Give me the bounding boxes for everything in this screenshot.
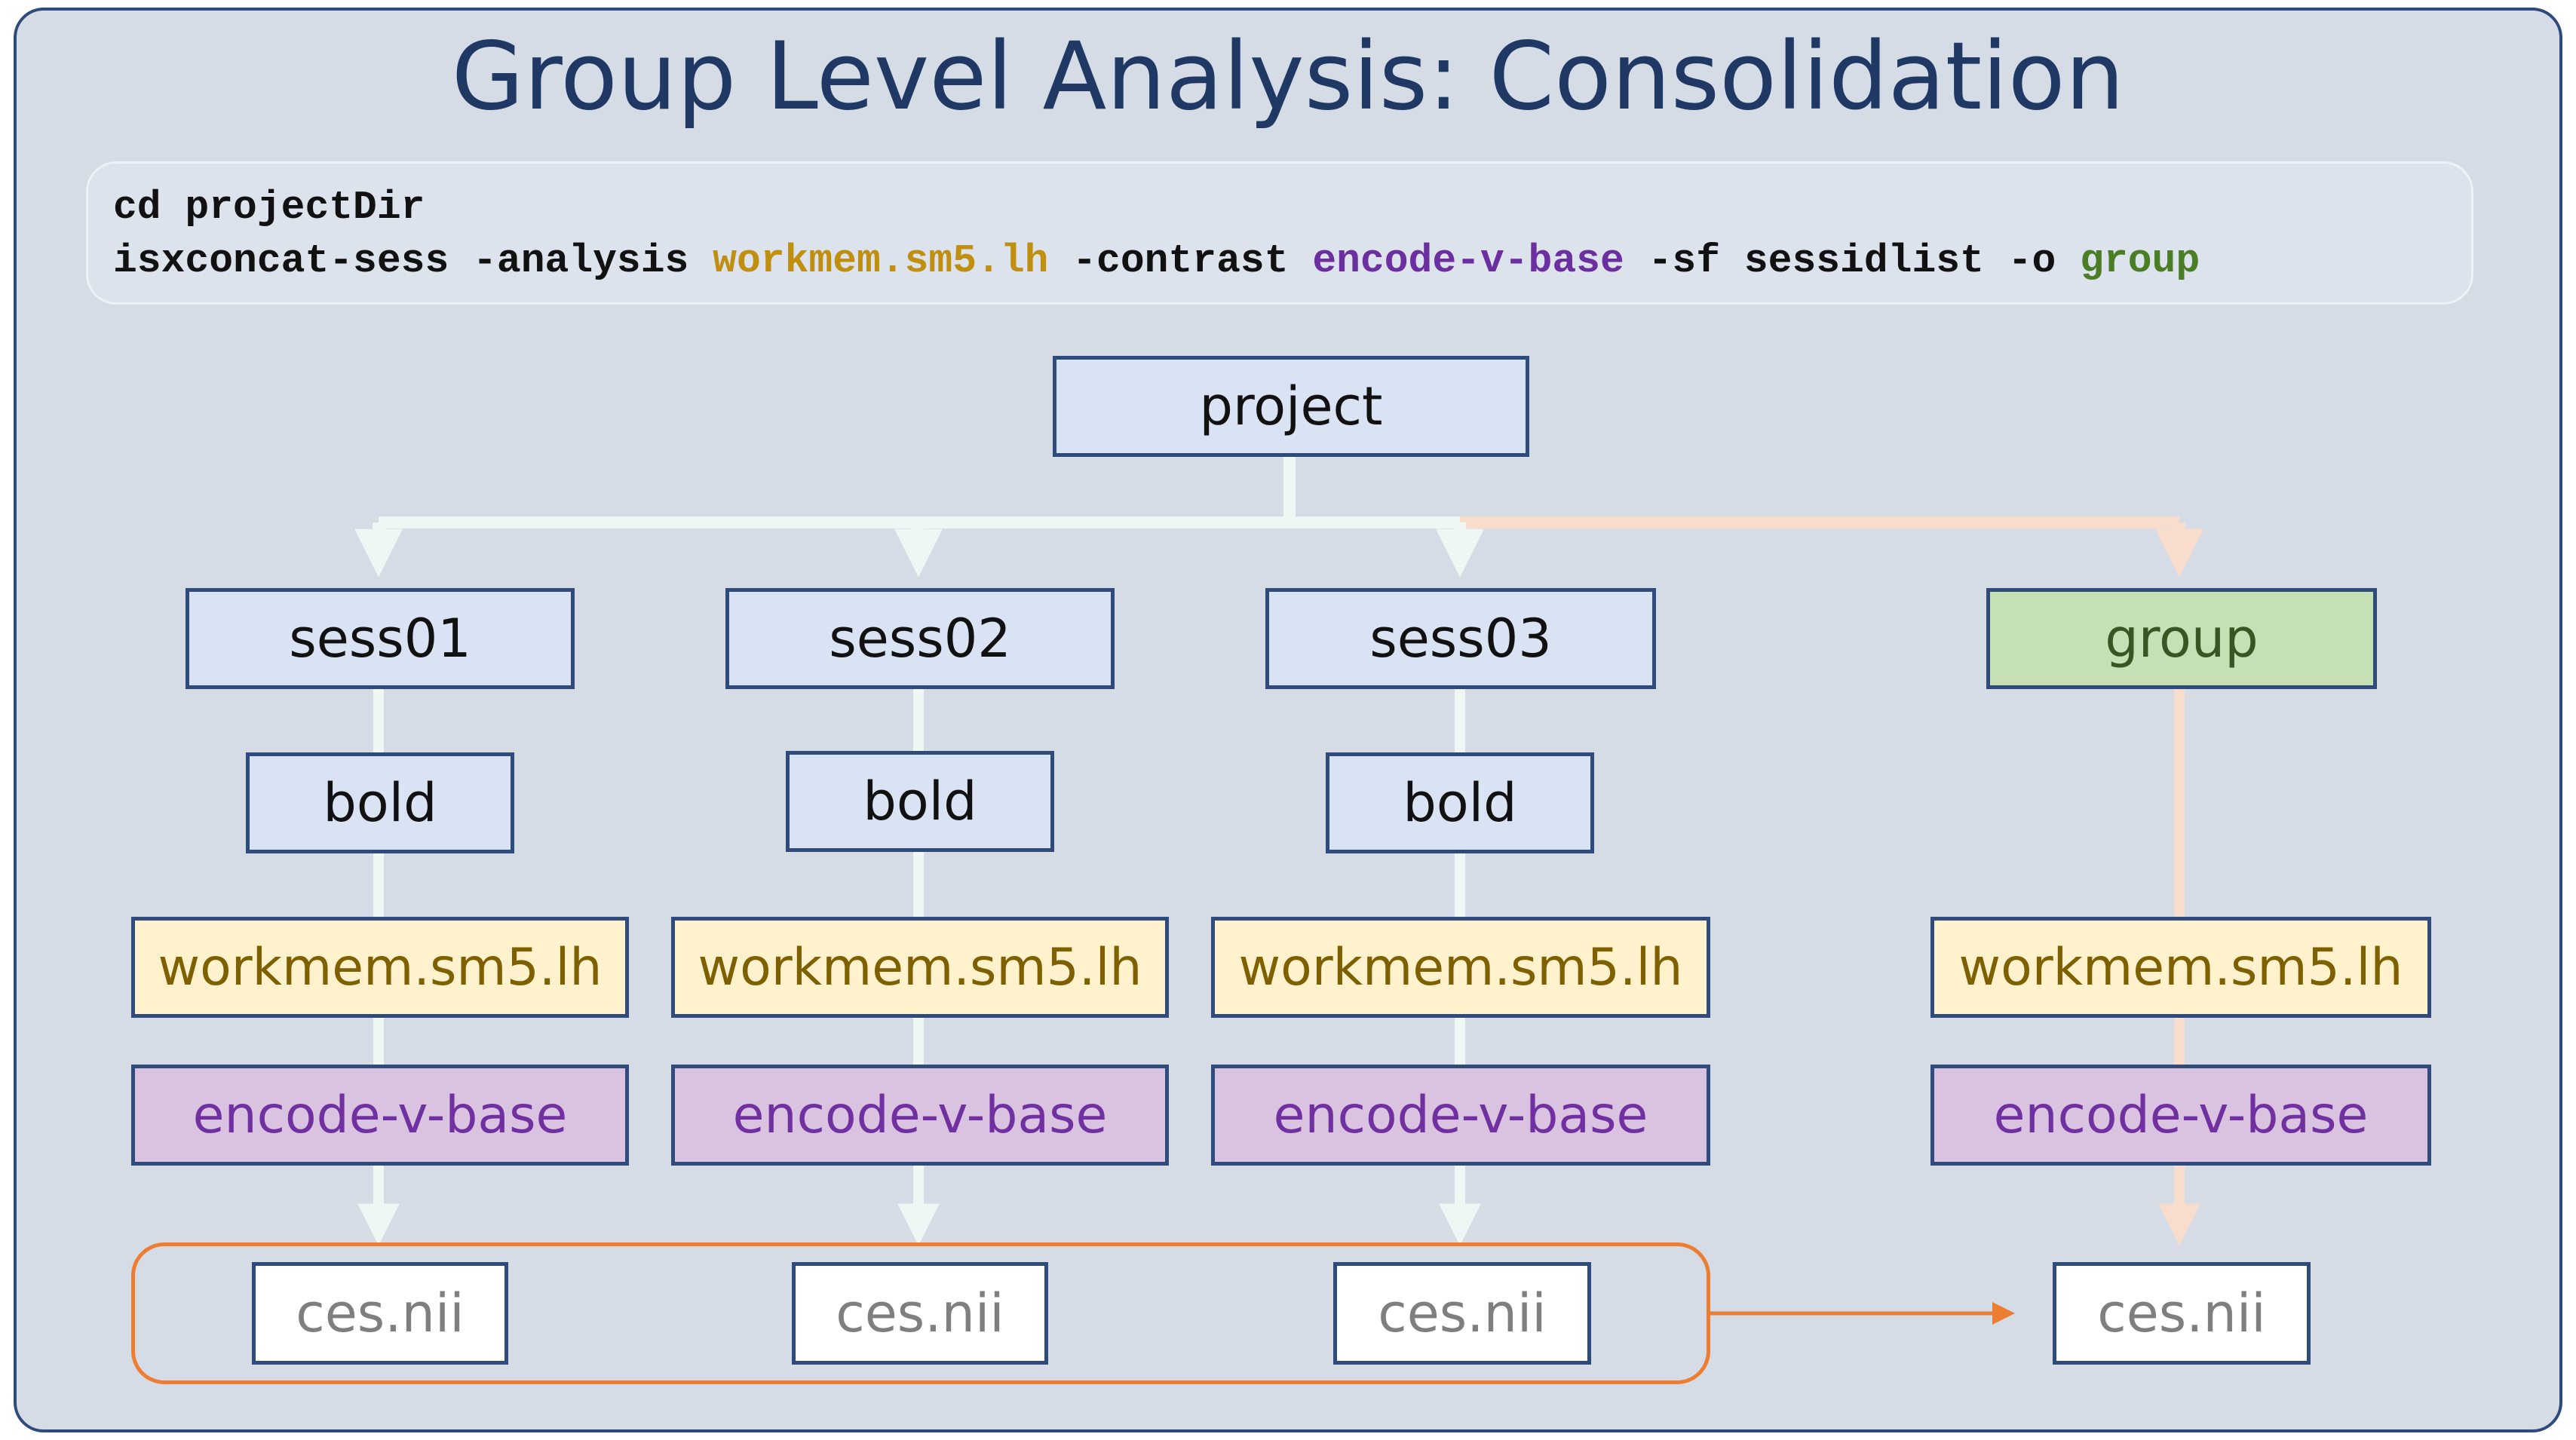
page-title: Group Level Analysis: Consolidation	[451, 23, 2125, 131]
sess03-analysis-node: workmem.sm5.lh	[1211, 917, 1710, 1018]
analysis-flag: -analysis	[473, 238, 689, 283]
sess01-ces-node: ces.nii	[252, 1262, 508, 1365]
sess02-node: sess02	[725, 588, 1115, 689]
group-node: group	[1986, 588, 2377, 689]
sess01-bold-node: bold	[246, 752, 514, 853]
command-name: isxconcat-sess	[113, 238, 449, 283]
sess03-node: sess03	[1265, 588, 1656, 689]
sess02-contrast-node: encode-v-base	[671, 1065, 1169, 1166]
sess02-analysis-node: workmem.sm5.lh	[671, 917, 1169, 1018]
sess03-contrast-node: encode-v-base	[1211, 1065, 1710, 1166]
sess02-ces-node: ces.nii	[792, 1262, 1048, 1365]
project-node: project	[1053, 356, 1529, 457]
sf-flag: -sf	[1648, 238, 1721, 283]
group-contrast-node: encode-v-base	[1930, 1065, 2431, 1166]
sessid-arg: sessidlist	[1743, 238, 1984, 283]
command-line-isxconcat: isxconcat-sess -analysis workmem.sm5.lh …	[113, 238, 2200, 283]
group-ces-node: ces.nii	[2053, 1262, 2311, 1365]
command-box	[86, 161, 2473, 305]
group-analysis-node: workmem.sm5.lh	[1930, 917, 2431, 1018]
sess03-ces-node: ces.nii	[1333, 1262, 1591, 1365]
session-ces-group-outline	[131, 1242, 1710, 1384]
contrast-flag: -contrast	[1072, 238, 1289, 283]
sess01-analysis-node: workmem.sm5.lh	[131, 917, 629, 1018]
output-flag: -o	[2007, 238, 2056, 283]
sess01-contrast-node: encode-v-base	[131, 1065, 629, 1166]
output-arg: group	[2080, 238, 2200, 283]
command-line-cd: cd projectDir	[113, 185, 425, 230]
sess03-bold-node: bold	[1326, 752, 1594, 853]
analysis-arg: workmem.sm5.lh	[713, 238, 1049, 283]
sess01-node: sess01	[186, 588, 575, 689]
contrast-arg: encode-v-base	[1312, 238, 1624, 283]
sess02-bold-node: bold	[786, 751, 1054, 852]
